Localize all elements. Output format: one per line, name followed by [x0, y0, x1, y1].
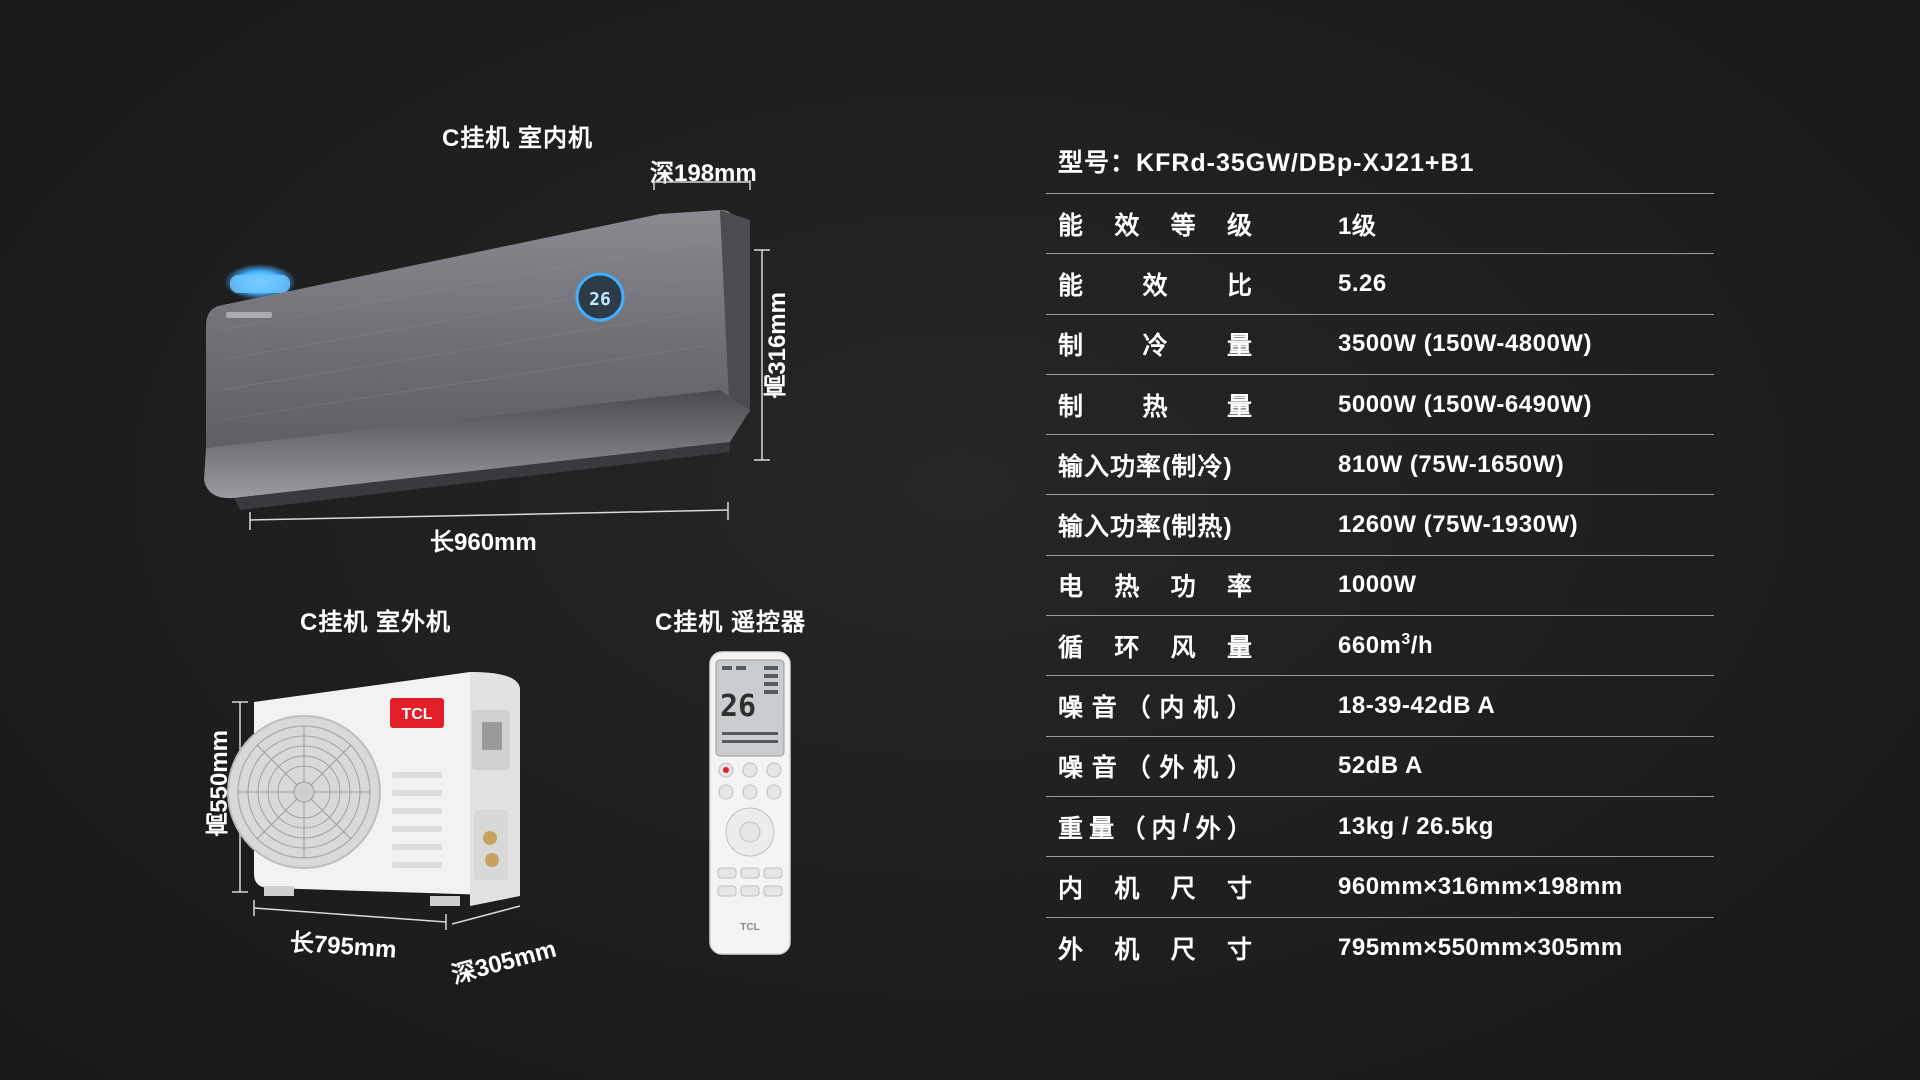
indoor-display-temp: 26 [589, 289, 611, 310]
remote-illustration: 26 TCL [709, 651, 791, 955]
spec-key: 重量（内/外） [1058, 808, 1252, 843]
spec-row: 输入功率(制热) 1260W (75W-1930W) [1046, 495, 1714, 556]
spec-value: 660m3/h [1338, 631, 1434, 660]
spec-value: 1级 [1338, 213, 1377, 241]
remote-display-temp: 26 [720, 689, 756, 724]
spec-value: 810W (75W-1650W) [1338, 450, 1565, 478]
spec-value: 18-39-42dB A [1338, 692, 1496, 720]
spec-row: 能效比 5.26 [1046, 254, 1714, 315]
spec-model-row: 型号：KFRd-35GW/DBp-XJ21+B1 [1046, 140, 1714, 194]
spec-row: 噪音（外机） 52dB A [1046, 737, 1714, 797]
spec-key: 外机尺寸 [1058, 935, 1252, 964]
spec-model-value: KFRd-35GW/DBp-XJ21+B1 [1136, 149, 1475, 177]
spec-row: 电热功率 1000W [1046, 556, 1714, 617]
spec-row: 内机尺寸 960mm×316mm×198mm [1046, 857, 1714, 918]
spec-key: 输入功率(制冷) [1058, 452, 1233, 481]
outdoor-unit-title: C挂机 室外机 [300, 609, 451, 636]
spec-key: 噪音（外机） [1058, 754, 1252, 783]
indoor-unit-illustration: 26 [204, 180, 770, 530]
spec-key: 循环风量 [1058, 633, 1252, 662]
spec-rows: 能效等级 1级能效比 5.26 制冷量 3500W (150W-4800W) 制热量 500… [1046, 194, 1714, 978]
spec-key: 噪音（内机） [1058, 694, 1252, 723]
remote-tcl-logo: TCL [740, 922, 759, 933]
outdoor-height-label: 高550mm [206, 730, 233, 837]
spec-value: 5.26 [1338, 269, 1387, 297]
spec-key: 制热量 [1058, 392, 1252, 421]
spec-row: 外机尺寸 795mm×550mm×305mm [1046, 918, 1714, 978]
spec-value: 1260W (75W-1930W) [1338, 511, 1579, 539]
indoor-height-label: 高316mm [764, 292, 791, 399]
spec-model-label: 型号： [1058, 149, 1137, 177]
indoor-unit-title: C挂机 室内机 [442, 125, 593, 152]
spec-table: 型号：KFRd-35GW/DBp-XJ21+B1 能效等级 1级能效比 5.26 制冷… [1046, 140, 1714, 978]
spec-key: 内机尺寸 [1058, 874, 1252, 903]
outdoor-length-label: 长795mm [288, 929, 398, 964]
spec-value: 960mm×316mm×198mm [1338, 872, 1623, 900]
spec-key: 能效比 [1058, 271, 1252, 300]
spec-key: 制冷量 [1058, 332, 1252, 361]
remote-title: C挂机 遥控器 [655, 609, 806, 636]
spec-row: 重量（内/外） 13kg / 26.5kg [1046, 797, 1714, 858]
spec-row: 制热量 5000W (150W-6490W) [1046, 375, 1714, 436]
spec-row: 能效等级 1级 [1046, 194, 1714, 255]
spec-value: 52dB A [1338, 752, 1423, 780]
spec-value: 5000W (150W-6490W) [1338, 390, 1592, 418]
indoor-length-label: 长960mm [430, 529, 537, 556]
spec-row: 循环风量 660m3/h [1046, 616, 1714, 677]
spec-key: 能效等级 [1058, 211, 1252, 240]
outdoor-unit-illustration: TCL [227, 672, 521, 930]
outdoor-tcl-logo: TCL [401, 706, 432, 723]
spec-key: 输入功率(制热) [1058, 513, 1233, 542]
spec-key: 电热功率 [1058, 573, 1252, 602]
spec-value: 795mm×550mm×305mm [1338, 933, 1623, 961]
spec-value: 3500W (150W-4800W) [1338, 330, 1592, 358]
spec-row: 噪音（内机） 18-39-42dB A [1046, 676, 1714, 737]
spec-value: 13kg / 26.5kg [1338, 812, 1494, 840]
spec-row: 输入功率(制冷) 810W (75W-1650W) [1046, 435, 1714, 496]
spec-row: 制冷量 3500W (150W-4800W) [1046, 315, 1714, 375]
spec-value: 1000W [1338, 571, 1417, 599]
